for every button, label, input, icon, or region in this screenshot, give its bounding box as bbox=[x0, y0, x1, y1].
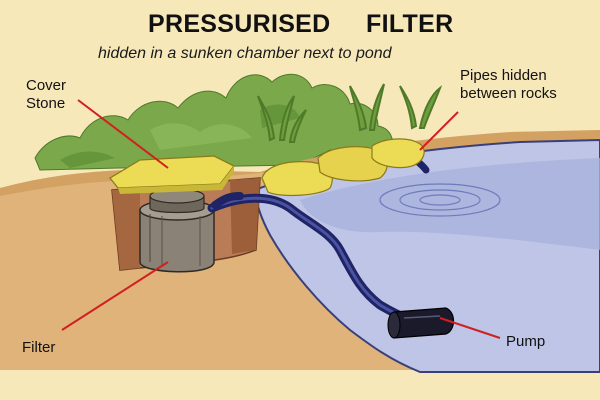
subtitle: hidden in a sunken chamber next to pond bbox=[98, 45, 393, 62]
label-pump: Pump bbox=[506, 333, 545, 350]
label-cover: Cover bbox=[26, 77, 66, 94]
label-filter: Filter bbox=[22, 339, 55, 356]
pump bbox=[388, 308, 454, 338]
label-pipes-line1: Pipes hidden bbox=[460, 67, 547, 84]
filter-canister bbox=[140, 189, 214, 272]
title-filter: FILTER bbox=[366, 10, 453, 38]
label-pipes-line2: between rocks bbox=[460, 85, 557, 102]
label-stone: Stone bbox=[26, 95, 65, 112]
title-pressurised: PRESSURISED bbox=[148, 10, 331, 38]
